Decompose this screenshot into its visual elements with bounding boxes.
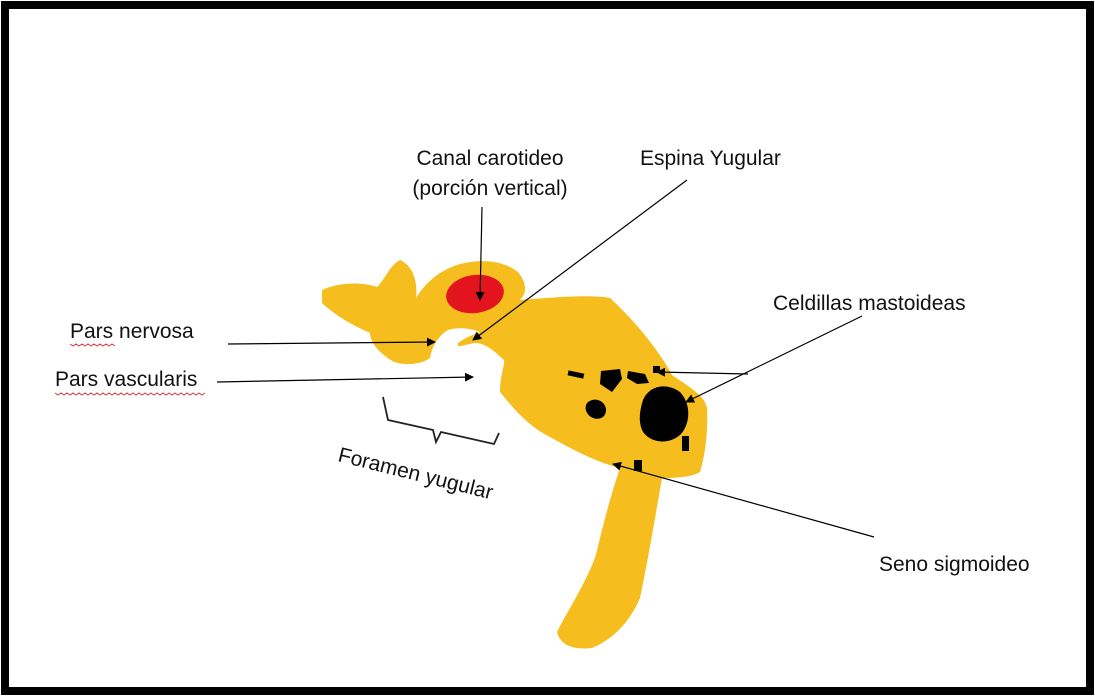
mastoid-cell	[640, 386, 689, 441]
label-canal-carotideo-line1: Canal carotideo	[416, 147, 563, 170]
label-espina-yugular: Espina Yugular	[640, 147, 781, 170]
label-seno-sigmoideo: Seno sigmoideo	[879, 553, 1030, 576]
label-pars-nervosa: Pars nervosa	[70, 320, 194, 343]
label-canal-carotideo-line2: (porción vertical)	[412, 177, 567, 200]
label-celdillas-mastoideas: Celdillas mastoideas	[773, 292, 966, 315]
mastoid-cell	[634, 460, 642, 471]
mastoid-cell	[682, 436, 689, 451]
label-pars-vascularis: Pars vascularis	[55, 368, 197, 391]
